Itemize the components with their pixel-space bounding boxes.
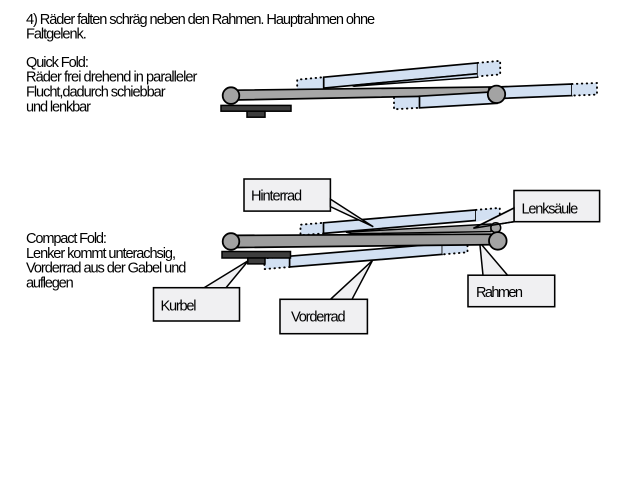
- svg-text:Compact Fold:: Compact Fold:: [26, 231, 107, 247]
- svg-text:Vorderrad aus der Gabel und: Vorderrad aus der Gabel und: [26, 261, 186, 277]
- svg-text:auflegen: auflegen: [26, 276, 74, 292]
- svg-text:Quick Fold:: Quick Fold:: [26, 55, 89, 71]
- svg-text:Räder frei drehend in parallel: Räder frei drehend in paralleler: [26, 70, 198, 86]
- svg-text:Kurbel: Kurbel: [161, 299, 197, 315]
- svg-text:4) Räder falten schräg neben d: 4) Räder falten schräg neben den Rahmen.…: [26, 12, 375, 28]
- svg-text:Hinterrad: Hinterrad: [251, 189, 302, 205]
- svg-text:Lenker kommt unterachsig,: Lenker kommt unterachsig,: [26, 246, 176, 262]
- svg-text:Vorderrad: Vorderrad: [291, 310, 346, 326]
- svg-text:und lenkbar: und lenkbar: [26, 99, 91, 115]
- svg-text:Faltgelenk.: Faltgelenk.: [26, 27, 87, 43]
- svg-text:Rahmen: Rahmen: [476, 285, 523, 301]
- svg-text:Lenksäule: Lenksäule: [522, 202, 579, 218]
- svg-text:Flucht,dadurch schiebbar: Flucht,dadurch schiebbar: [26, 85, 166, 101]
